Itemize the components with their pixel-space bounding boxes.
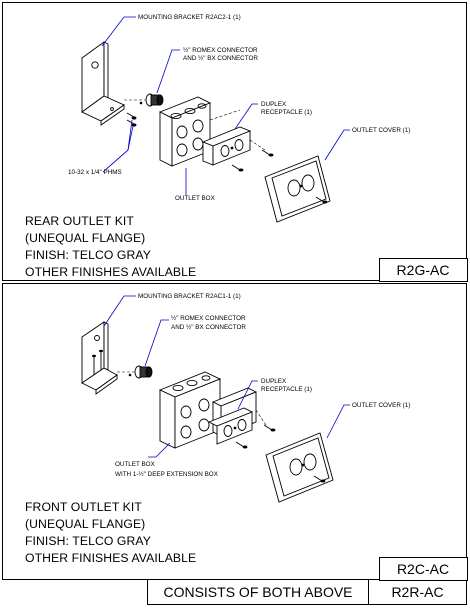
- callout-front-receptacle-1: DUPLEX: [261, 378, 287, 385]
- front-mounting-bracket: [81, 321, 118, 395]
- callout-front-cover: OUTLET COVER (1): [352, 402, 410, 409]
- rear-kit-callouts: MOUNTING BRACKET R2AC2-1 (1) ½" ROMEX CO…: [68, 14, 410, 202]
- rear-kit-part-code: R2G-AC: [378, 257, 468, 282]
- front-kit-line-4: OTHER FINISHES AVAILABLE: [25, 551, 197, 565]
- callout-rear-screws: 10-32 x 1/4" PHMS: [68, 169, 122, 176]
- callout-front-connector-2: AND ½" BX CONNECTOR: [171, 323, 246, 331]
- callout-rear-receptacle-1: DUPLEX: [261, 101, 287, 108]
- rear-kit-line-1: REAR OUTLET KIT: [25, 214, 134, 228]
- front-kit-part-code: R2C-AC: [378, 556, 468, 581]
- callout-front-box-1: OUTLET BOX: [115, 461, 156, 468]
- rear-mounting-bracket: [81, 41, 125, 126]
- rear-outlet-kit-panel: REAR OUTLET KIT (UNEQUAL FLANGE) FINISH:…: [2, 2, 468, 282]
- combined-kit-label: CONSISTS OF BOTH ABOVE: [147, 580, 368, 605]
- front-kit-line-2: (UNEQUAL FLANGE): [25, 517, 146, 531]
- callout-front-box-2: WITH 1-½" DEEP EXTENSION BOX: [115, 470, 219, 478]
- callout-rear-connector-2: AND ½" BX CONNECTOR: [183, 54, 258, 62]
- rear-kit-line-2: (UNEQUAL FLANGE): [25, 231, 146, 245]
- rear-outlet-box: [158, 96, 212, 167]
- front-outlet-kit-panel: FRONT OUTLET KIT (UNEQUAL FLANGE) FINISH…: [2, 283, 468, 581]
- front-kit-illustration: [81, 321, 334, 503]
- rear-screws: [126, 112, 137, 127]
- callout-rear-cover: OUTLET COVER (1): [352, 127, 410, 134]
- rear-kit-line-3: FINISH: TELCO GRAY: [25, 248, 151, 262]
- rear-duplex-receptacle: [201, 126, 274, 172]
- front-kit-line-1: FRONT OUTLET KIT: [25, 500, 142, 514]
- front-kit-callouts: MOUNTING BRACKET R2AC1-1 (1) ½" ROMEX CO…: [103, 293, 410, 478]
- rear-kit-illustration: [81, 41, 331, 223]
- callout-rear-bracket: MOUNTING BRACKET R2AC2-1 (1): [138, 14, 241, 21]
- rear-outlet-cover: [264, 155, 331, 223]
- combined-kit-part-code: R2R-AC: [368, 580, 467, 605]
- callout-front-bracket: MOUNTING BRACKET R2AC1-1 (1): [138, 293, 241, 300]
- rear-kit-line-4: OTHER FINISHES AVAILABLE: [25, 265, 197, 279]
- rear-romex-connector: [139, 93, 164, 107]
- front-duplex-receptacle: [207, 407, 276, 449]
- front-kit-line-3: FINISH: TELCO GRAY: [25, 534, 151, 548]
- front-kit-description: FRONT OUTLET KIT (UNEQUAL FLANGE) FINISH…: [25, 499, 196, 567]
- rear-kit-description: REAR OUTLET KIT (UNEQUAL FLANGE) FINISH:…: [25, 213, 196, 281]
- callout-rear-receptacle-2: RECEPTACLE (1): [261, 109, 312, 116]
- front-outlet-cover: [265, 432, 334, 503]
- callout-front-receptacle-2: RECEPTACLE (1): [261, 386, 312, 393]
- callout-rear-connector-1: ½" ROMEX CONNECTOR: [183, 46, 258, 54]
- callout-front-connector-1: ½" ROMEX CONNECTOR: [171, 314, 246, 322]
- callout-rear-box: OUTLET BOX: [175, 195, 216, 202]
